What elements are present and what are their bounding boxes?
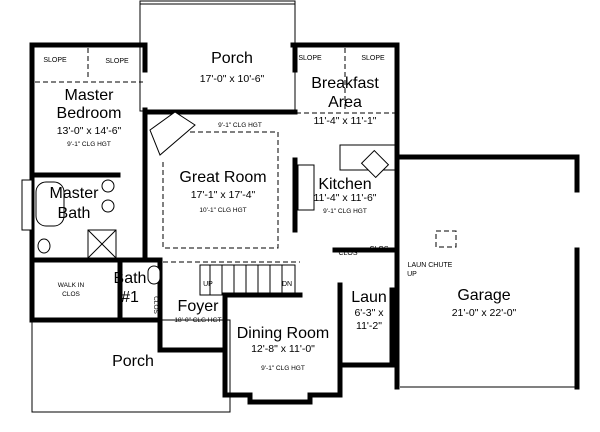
stairs-down-label: DN [282, 281, 292, 288]
slope-label: SLOPE [298, 55, 322, 62]
rear-porch-dims: 17'-0" x 10'-6" [200, 73, 265, 85]
great-room-clg-top: 9'-1" CLG HGT [218, 122, 262, 129]
front-porch-label: Porch [112, 353, 154, 370]
master-bedroom-label: Bedroom [57, 105, 122, 122]
walk-in-closet-label: CLOS [62, 291, 80, 298]
master-bath-label: Master [50, 185, 100, 202]
kitchen-clg: 9'-1" CLG HGT [323, 208, 367, 215]
great-room-clg: 10'-1" CLG HGT [199, 207, 246, 214]
laundry-chute-label: LAUN CHUTE [408, 262, 453, 269]
master-bath-label: Bath [58, 205, 91, 222]
attic-access [435, 230, 457, 248]
master-bedroom-clg: 9'-1" CLG HGT [67, 141, 111, 148]
laundry-dims: 6'-3" x [354, 307, 384, 319]
bath1-toilet [147, 265, 161, 285]
bath1-label: Bath [114, 270, 147, 287]
fireplace [149, 111, 196, 156]
dining-room-clg: 9'-1" CLG HGT [261, 365, 305, 372]
great-room-dims: 17'-1" x 17'-4" [191, 189, 256, 201]
garage-up-label: UP [407, 271, 417, 278]
breakfast-label: Breakfast [311, 75, 379, 92]
master-bedroom-label: Master [65, 87, 115, 104]
kitchen-sink [360, 149, 390, 179]
closet-label: CLOS [369, 246, 388, 253]
sink [101, 199, 115, 213]
closet-label: CLOS [152, 296, 159, 314]
fixtures [35, 111, 457, 285]
breakfast-dims: 11'-4" x 11'-1" [313, 115, 376, 127]
dining-room-dims: 12'-8" x 11'-0" [251, 343, 315, 355]
walk-in-closet-label: WALK IN [58, 282, 85, 289]
dining-room-label: Dining Room [237, 325, 329, 342]
stairs[interactable] [199, 264, 296, 296]
garage-dims: 21'-0" x 22'-0" [452, 307, 517, 319]
slope-label: SLOPE [361, 55, 385, 62]
kitchen-label: Kitchen [318, 176, 371, 193]
laundry-dims: 11'-2" [356, 320, 382, 332]
toilet [37, 238, 51, 254]
rear-porch-label: Porch [211, 50, 253, 67]
master-bedroom-dims: 13'-0" x 14'-6" [57, 125, 122, 137]
garage-label: Garage [457, 287, 510, 304]
stairs-up-label: UP [203, 281, 213, 288]
laundry-label: Laun [351, 289, 387, 306]
kitchen-dims: 11'-4" x 11'-6" [313, 192, 376, 204]
slope-label: SLOPE [105, 58, 129, 65]
ceiling-lines [35, 48, 395, 263]
bar-counter [297, 164, 315, 211]
sink [101, 179, 115, 193]
slope-label: SLOPE [43, 57, 67, 64]
exterior-walls [21, 42, 580, 405]
closet-label: CLOS [338, 250, 357, 257]
bath1-label: #1 [121, 289, 139, 306]
great-room-label: Great Room [179, 169, 266, 186]
breakfast-label: Area [328, 94, 362, 111]
bathtub [35, 181, 65, 227]
front-porch [31, 319, 231, 413]
foyer-label: Foyer [178, 298, 220, 315]
foyer-clg: 18'-0" CLG HGT [174, 317, 221, 324]
